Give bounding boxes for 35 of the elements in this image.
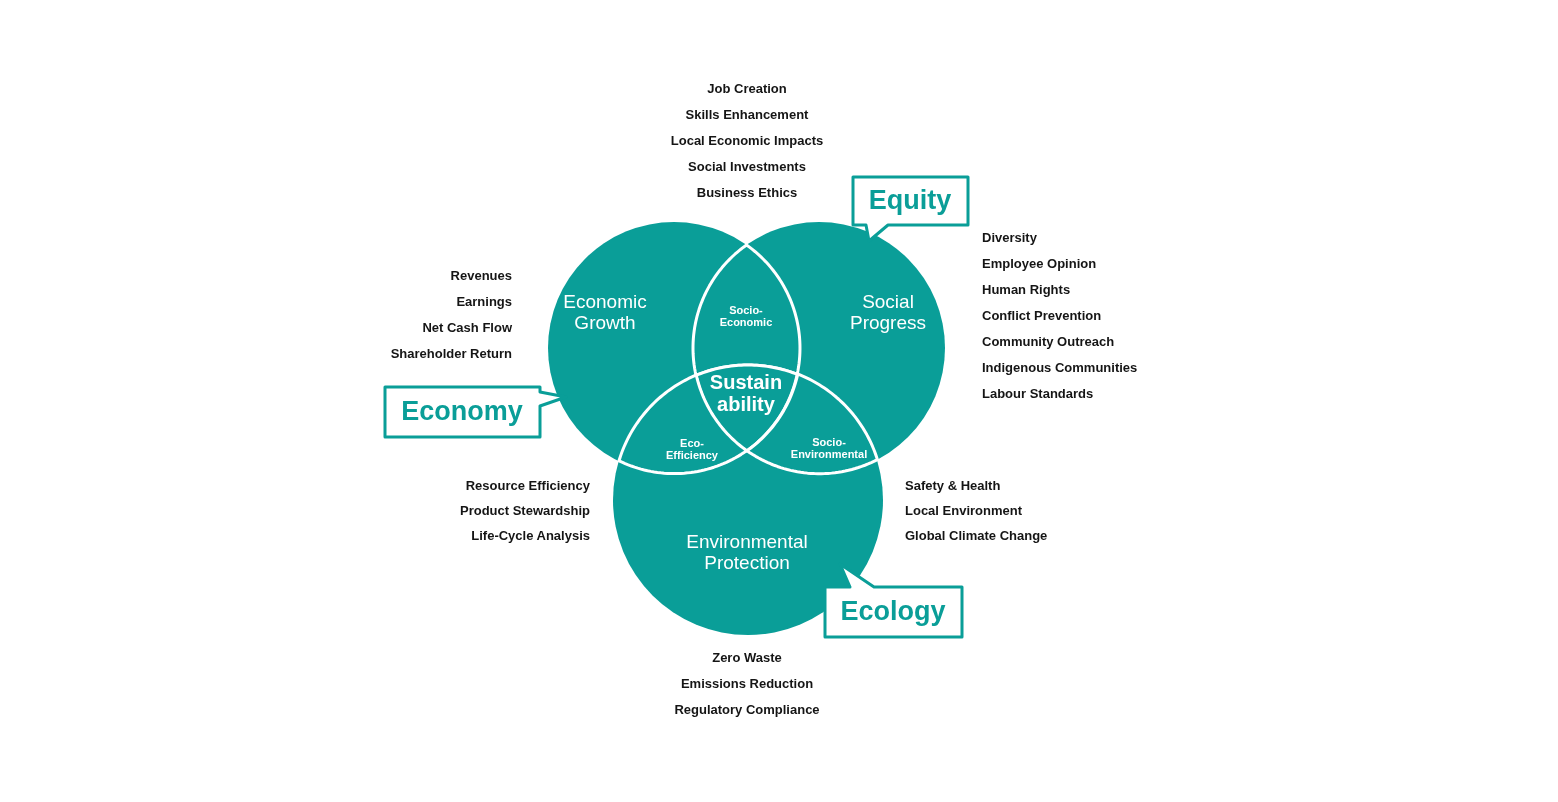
- indicator-label: Social Investments: [688, 159, 806, 175]
- indicator-label: Local Economic Impacts: [670, 133, 824, 149]
- indicator-label: Resource Efficiency: [465, 478, 590, 494]
- callout-text: Ecology: [840, 597, 946, 627]
- overlap-label: Socio- Economic: [719, 303, 773, 329]
- indicator-label: Earnings: [456, 294, 512, 310]
- indicator-label: Human Rights: [982, 282, 1071, 298]
- indicator-label: Emissions Reduction: [680, 676, 814, 692]
- indicator-label: Global Climate Change: [905, 528, 1048, 544]
- indicator-label: Employee Opinion: [982, 256, 1097, 272]
- indicator-label: Indigenous Communities: [982, 360, 1138, 376]
- indicator-label: Conflict Prevention: [982, 308, 1102, 324]
- indicator-label: Local Environment: [905, 503, 1023, 519]
- indicator-label: Diversity: [982, 230, 1037, 246]
- indicator-label: Regulatory Compliance: [674, 702, 820, 718]
- callout-text: Economy: [401, 397, 523, 427]
- overlap-label: Socio- Environmental: [790, 435, 868, 461]
- indicator-label: Zero Waste: [712, 650, 782, 666]
- indicator-label: Community Outreach: [982, 334, 1115, 350]
- indicator-label: Revenues: [450, 268, 512, 284]
- indicator-label: Shareholder Return: [390, 346, 512, 362]
- category-label: Social Progress: [850, 292, 926, 334]
- indicator-label: Life-Cycle Analysis: [471, 528, 590, 544]
- category-label: Environmental Protection: [686, 532, 808, 574]
- callout-text: Equity: [868, 186, 952, 216]
- indicator-label: Skills Enhancement: [685, 107, 809, 123]
- indicator-label: Safety & Health: [905, 478, 1001, 494]
- indicator-label: Labour Standards: [982, 386, 1094, 402]
- overlap-label: Eco- Efficiency: [666, 436, 718, 462]
- indicator-label: Product Stewardship: [459, 503, 590, 519]
- indicator-label: Net Cash Flow: [422, 320, 512, 336]
- center-label: Sustain ability: [709, 371, 783, 415]
- indicator-label: Business Ethics: [696, 185, 798, 201]
- indicator-label: Job Creation: [707, 81, 787, 97]
- category-label: Economic Growth: [563, 292, 647, 334]
